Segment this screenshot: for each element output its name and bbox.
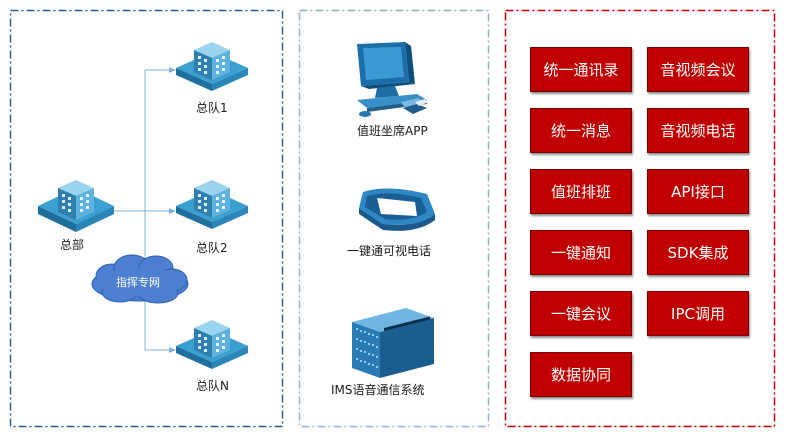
- video-phone-label: 一键通可视电话: [347, 244, 432, 258]
- feature-sdk-button[interactable]: SDK集成: [647, 230, 749, 275]
- feature-api-button[interactable]: API接口: [647, 169, 749, 214]
- cloud-label: 指挥专网: [116, 276, 160, 289]
- ims-system-label: IMS语音通信系统: [331, 383, 425, 397]
- feature-ipc-button[interactable]: IPC调用: [647, 291, 749, 336]
- features-panel-border: [504, 9, 776, 428]
- feature-unified-message-button[interactable]: 统一消息: [530, 108, 632, 153]
- desk-app-label: 值班坐席APP: [357, 124, 428, 138]
- feature-one-key-meeting-button[interactable]: 一键会议: [530, 291, 632, 336]
- feature-unified-directory-button[interactable]: 统一通讯录: [530, 47, 632, 92]
- branch-2-label: 总队2: [196, 241, 228, 255]
- feature-data-collab-button[interactable]: 数据协同: [530, 352, 632, 397]
- feature-duty-schedule-button[interactable]: 值班排班: [530, 169, 632, 214]
- branch-1-label: 总队1: [196, 101, 228, 115]
- feature-av-conference-button[interactable]: 音视频会议: [647, 47, 749, 92]
- branch-n-label: 总队N: [196, 379, 229, 393]
- feature-one-key-notify-button[interactable]: 一键通知: [530, 230, 632, 275]
- devices-panel-border: [298, 9, 490, 428]
- hq-label: 总部: [60, 238, 85, 252]
- feature-av-call-button[interactable]: 音视频电话: [647, 108, 749, 153]
- network-panel-border: [9, 9, 284, 428]
